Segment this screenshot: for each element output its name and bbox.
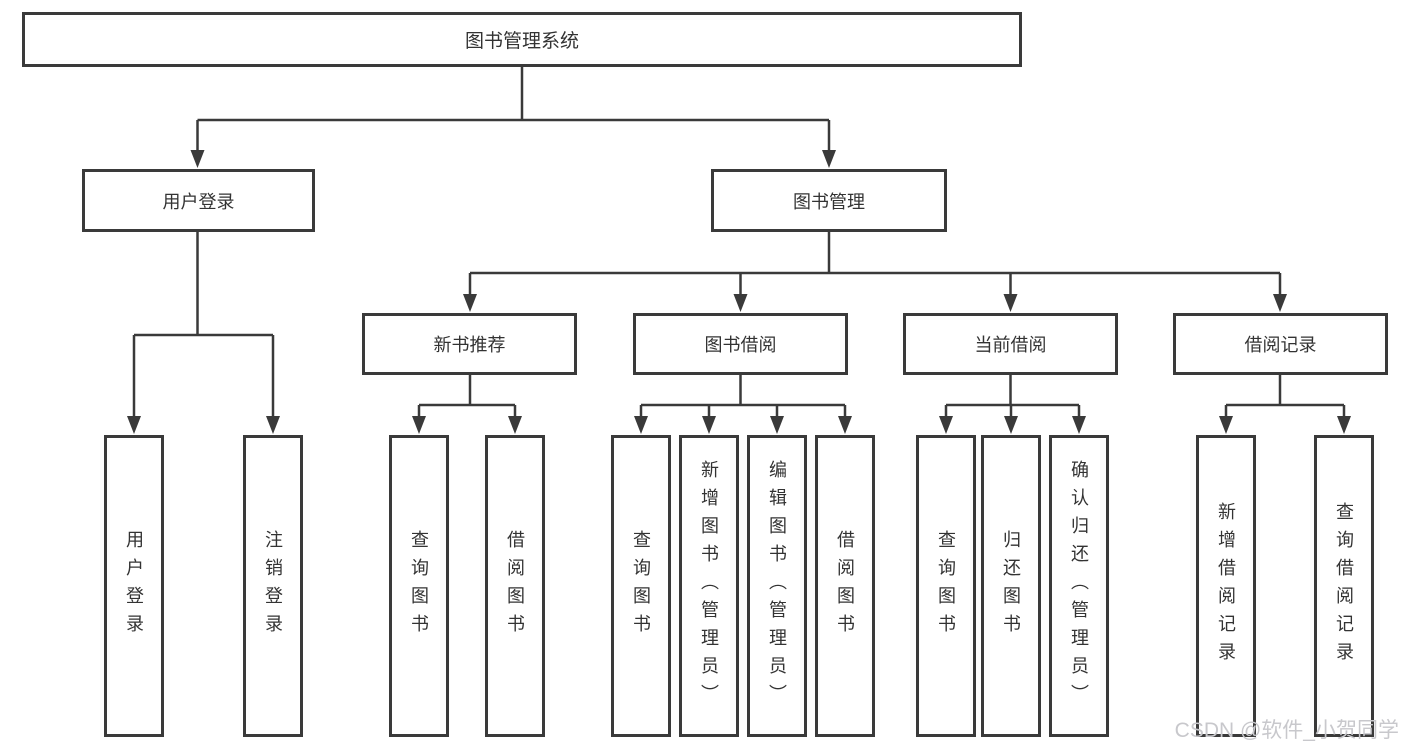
leaf-current-confirm-return-admin: 确认归还（管理员） [1049, 435, 1109, 737]
node-book-borrow: 图书借阅 [633, 313, 848, 375]
leaf-current-query-books: 查询图书 [916, 435, 976, 737]
node-borrow-records: 借阅记录 [1173, 313, 1388, 375]
leaf-borrow-add-books-admin: 新增图书（管理员） [679, 435, 739, 737]
leaf-records-add-record: 新增借阅记录 [1196, 435, 1256, 737]
node-new-book-recommend: 新书推荐 [362, 313, 577, 375]
node-root-system: 图书管理系统 [22, 12, 1022, 67]
node-book-management: 图书管理 [711, 169, 947, 232]
leaf-logout: 注销登录 [243, 435, 303, 737]
node-user-login: 用户登录 [82, 169, 315, 232]
leaf-current-return-books: 归还图书 [981, 435, 1041, 737]
leaf-user-login: 用户登录 [104, 435, 164, 737]
tree-edges [132, 67, 1346, 424]
leaf-newbooks-query-books: 查询图书 [389, 435, 449, 737]
node-current-borrow: 当前借阅 [903, 313, 1118, 375]
leaf-records-query-record: 查询借阅记录 [1314, 435, 1374, 737]
leaf-newbooks-borrow-books: 借阅图书 [485, 435, 545, 737]
csdn-watermark: CSDN @软件_小贺同学 [1174, 719, 1399, 742]
leaf-borrow-query-books: 查询图书 [611, 435, 671, 737]
leaf-borrow-borrow-books: 借阅图书 [815, 435, 875, 737]
leaf-borrow-edit-books-admin: 编辑图书（管理员） [747, 435, 807, 737]
